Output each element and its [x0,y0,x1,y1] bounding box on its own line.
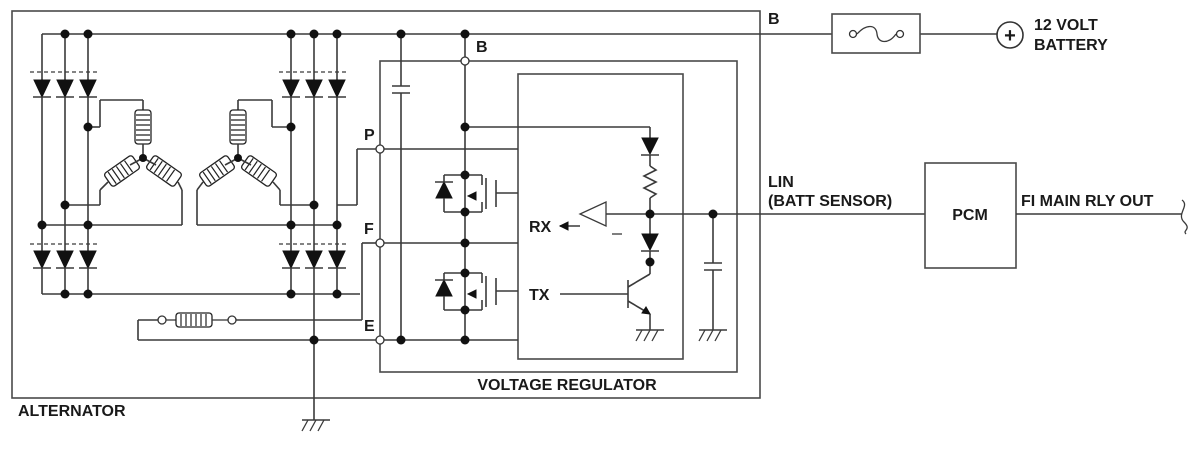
diode-row-upper-left [30,71,100,99]
ic-upper-diode [641,137,659,166]
p-terminal-wiring [337,148,518,206]
lin-label-line2: (BATT SENSOR) [768,193,892,210]
e-terminal-wiring [138,294,518,420]
upper-mosfet [435,174,518,213]
f-terminal-wiring [236,242,518,321]
f-terminal [375,238,385,248]
diode-row-upper-right [279,71,349,99]
p-terminal-label: P [364,127,375,144]
ic-lower-diode [641,214,659,262]
tx-label: TX [529,287,550,304]
alternator-ground-icon [301,419,330,432]
junction-dots [37,29,718,345]
ic-resistor [642,165,658,214]
tx-transistor [560,262,651,330]
battery-label-line2: BATTERY [1034,37,1108,54]
pcm-box [924,162,1017,269]
b-node-label: B [476,39,488,56]
b-terminal [460,56,470,66]
b-plus-capacitor [392,34,410,340]
battery-label-line1: 12 VOLT [1034,17,1098,34]
e-terminal-label: E [364,318,375,335]
voltage-regulator-label: VOLTAGE REGULATOR [477,377,657,394]
fuse [831,13,921,54]
battery-plus-symbol: + [1004,25,1016,47]
alternator-label: ALTERNATOR [18,403,126,420]
lin-label-line1: LIN [768,174,794,191]
ic-ground-icon [635,329,664,342]
rx-buffer [558,200,650,235]
fi-main-relay-label: FI MAIN RLY OUT [1021,193,1154,210]
alternator-housing [11,10,761,399]
stator-winding-right [196,99,314,226]
pcm-label: PCM [952,207,988,224]
rx-label: RX [529,219,552,236]
diode-row-lower-right [279,243,349,270]
e-terminal [375,335,385,345]
lower-mosfet [435,272,518,311]
field-coil [137,312,237,340]
battery-icon: + [996,21,1024,49]
regulator-ic [517,73,684,360]
f-terminal-label: F [364,221,374,238]
p-terminal [375,144,385,154]
stator-winding-left [65,99,183,226]
voltage-regulator-housing [379,60,738,373]
fi-main-relay-line [1016,199,1188,235]
b-line-label: B [768,11,780,28]
lin-capacitor [698,214,727,342]
diode-row-lower-left [30,243,100,270]
